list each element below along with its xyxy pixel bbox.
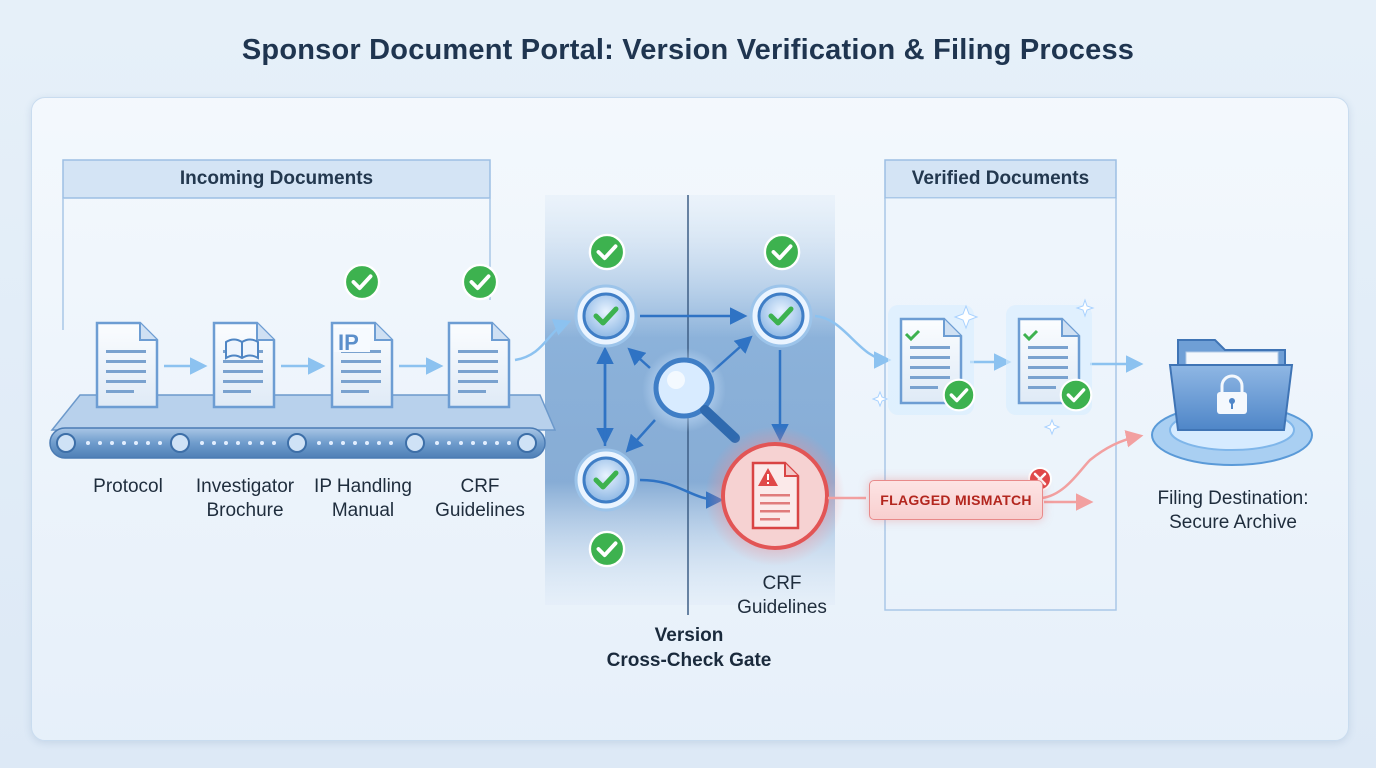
- document-label-protocol: Protocol: [93, 476, 163, 497]
- arrow-flag-to-archive: [1041, 430, 1144, 500]
- lock-icon: [1217, 374, 1247, 414]
- arrow-crf-to-gate: [514, 319, 572, 362]
- flagged-document-label: CRF Guidelines: [737, 573, 827, 618]
- check-icon-gate-top-right: [763, 233, 801, 271]
- incoming-documents-header: Incoming Documents: [179, 168, 374, 189]
- document-label-crf-guidelines: CRF Guidelines: [435, 476, 525, 521]
- filing-destination-label: Filing Destination: Secure Archive: [1157, 488, 1309, 533]
- arrow-lens-to-node1: [627, 347, 651, 369]
- arrow-gate-to-verified: [814, 314, 892, 369]
- check-icon-verified-1: [942, 378, 976, 412]
- page-title: Sponsor Document Portal: Version Verific…: [241, 34, 1135, 66]
- arrow-lens-to-node3: [625, 419, 656, 453]
- protocol-document-icon: [95, 321, 159, 409]
- investigator-brochure-document-icon: [212, 321, 276, 409]
- gate-node-1-check-icon: [576, 286, 636, 346]
- flagged-crf-document-icon: [705, 426, 845, 566]
- ip-handling-manual-document-icon: IP: [330, 321, 394, 409]
- check-icon-ip-manual: [343, 263, 381, 301]
- check-icon-verified-2: [1059, 378, 1093, 412]
- gate-node-2-check-icon: [751, 286, 811, 346]
- version-gate-label: Version Cross-Check Gate: [606, 625, 772, 671]
- sparkle-icons: [871, 298, 1095, 436]
- crf-guidelines-document-icon: [447, 321, 511, 409]
- check-icon-gate-bottom-left: [588, 530, 626, 568]
- ip-glyph: IP: [338, 330, 359, 355]
- check-icon-gate-top-left: [588, 233, 626, 271]
- document-label-investigator-brochure: Investigator Brochure: [195, 476, 295, 521]
- magnifier-icon: [642, 348, 740, 443]
- document-label-ip-handling-manual: IP Handling Manual: [314, 476, 412, 521]
- conveyor-belt: [49, 394, 557, 459]
- check-icon-crf-guidelines: [461, 263, 499, 301]
- gate-node-3-check-icon: [576, 450, 636, 510]
- verified-documents-header: Verified Documents: [911, 168, 1090, 189]
- flagged-mismatch-badge: FLAGGED MISMATCH: [869, 480, 1043, 520]
